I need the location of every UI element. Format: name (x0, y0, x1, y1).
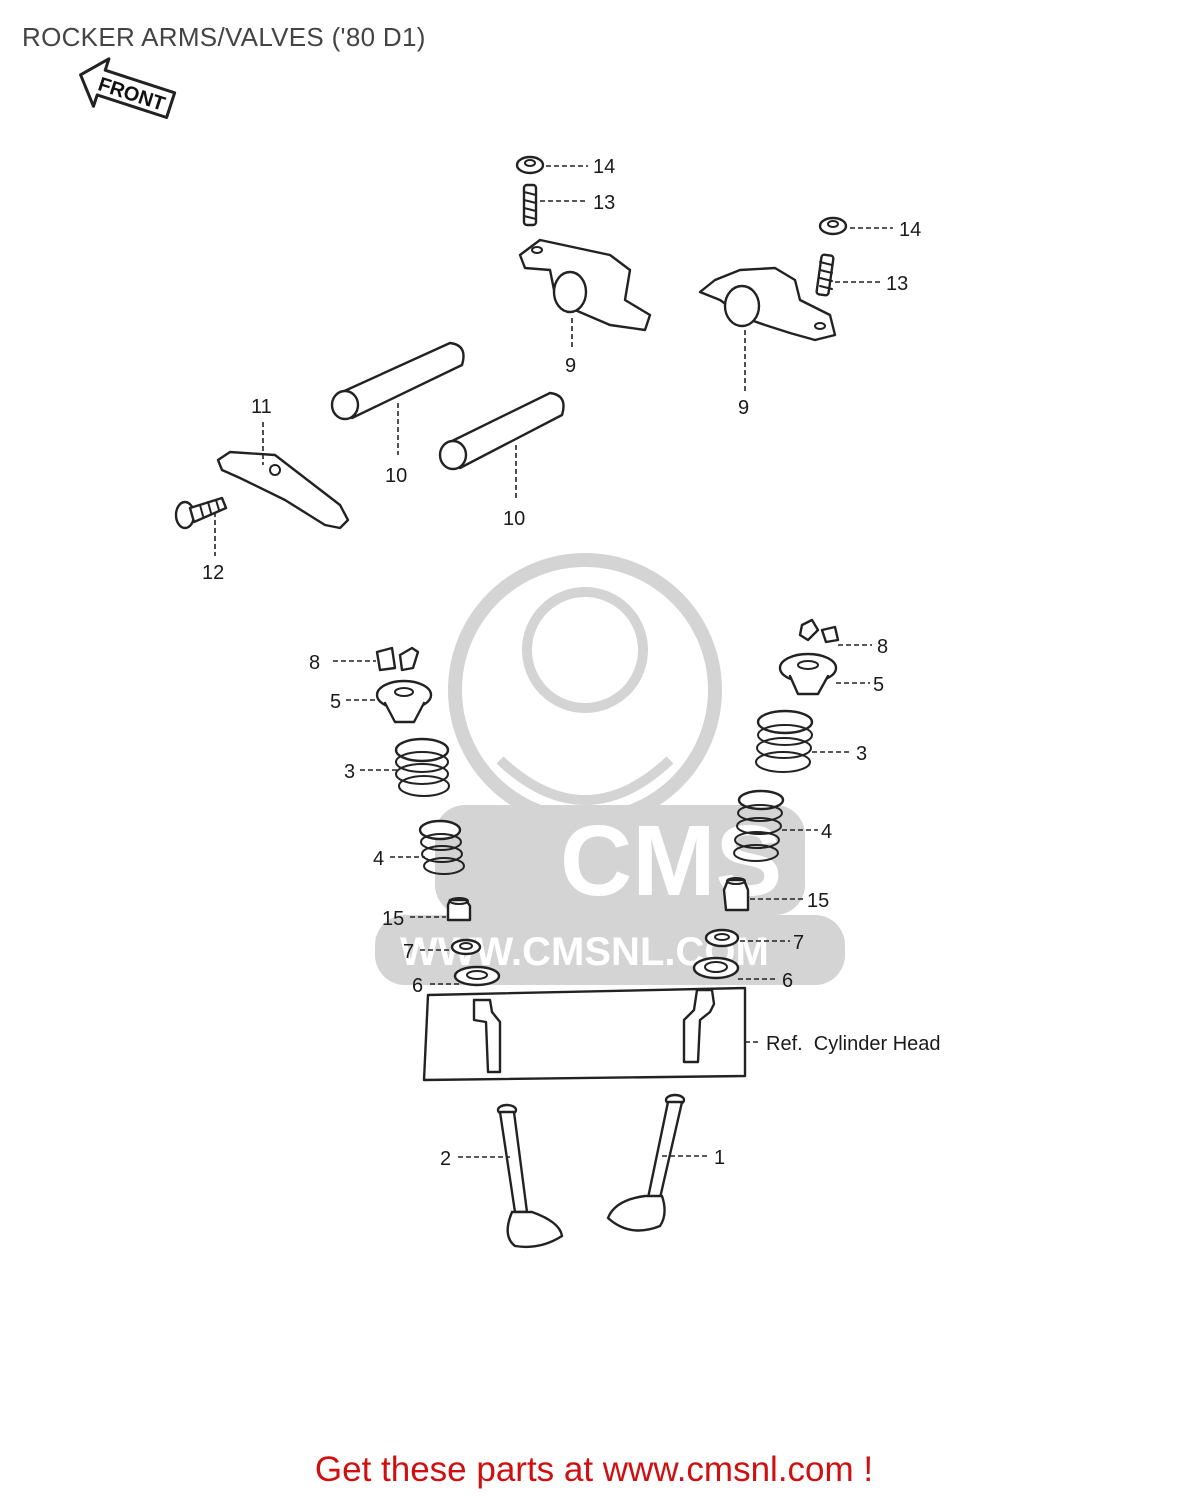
callout-7-right: 7 (793, 932, 804, 954)
rocker-arm-9-left (518, 238, 652, 332)
callout-6-right: 6 (782, 970, 793, 992)
callout-13-right: 13 (886, 273, 908, 295)
bolt-12 (174, 496, 228, 530)
rocker-shaft-10-upper (330, 341, 465, 421)
spring-3-left (394, 737, 450, 797)
callout-1: 1 (714, 1147, 725, 1169)
retainer-5-right (778, 652, 838, 696)
callout-14-right: 14 (899, 219, 921, 241)
callout-4-left: 4 (373, 848, 384, 870)
callout-5-right: 5 (873, 674, 884, 696)
front-arrow-icon: FRONT (79, 57, 177, 119)
seat-7-right (704, 928, 740, 948)
callout-13-left: 13 (593, 192, 615, 214)
retainer-5-left (375, 679, 433, 724)
callout-4-right: 4 (821, 821, 832, 843)
callout-3-right: 3 (856, 743, 867, 765)
nut-14-right (818, 216, 848, 236)
callout-5-left: 5 (330, 691, 341, 713)
cylinder-head-ref-box (422, 986, 747, 1082)
seal-15-right (722, 877, 750, 912)
nut-14-left (515, 155, 545, 175)
callout-9-right: 9 (738, 397, 749, 419)
seal-15-left (446, 897, 472, 922)
callout-8-left: 8 (309, 652, 320, 674)
washer-6-right (692, 956, 740, 980)
callout-9-left: 9 (565, 355, 576, 377)
callout-7-left: 7 (403, 941, 414, 963)
valve-1-intake (606, 1093, 686, 1232)
callout-10-upper: 10 (385, 465, 407, 487)
ref-cylinder-head-label: Ref. Cylinder Head (766, 1033, 941, 1055)
spring-4-left (418, 819, 465, 875)
callout-12: 12 (202, 562, 224, 584)
cotter-8-left (375, 646, 420, 672)
callout-3-left: 3 (344, 761, 355, 783)
callout-11: 11 (251, 396, 272, 418)
spring-3-right (755, 709, 814, 773)
callout-14-left: 14 (593, 156, 615, 178)
stud-13-right (815, 253, 835, 297)
rocker-shaft-10-lower (438, 391, 565, 471)
callout-8-right: 8 (877, 636, 888, 658)
footer-cta-link[interactable]: Get these parts at www.cmsnl.com ! (314, 1450, 874, 1489)
valve-2-exhaust (496, 1103, 564, 1249)
plate-11 (216, 450, 350, 530)
leader-lines (214, 165, 893, 1158)
cotter-8-right (798, 618, 840, 644)
callout-10-lower: 10 (503, 508, 525, 530)
rocker-arm-9-right (698, 266, 837, 342)
callout-15-right: 15 (807, 890, 829, 912)
washer-6-left (453, 965, 501, 987)
callout-2: 2 (440, 1148, 451, 1170)
callout-6-left: 6 (412, 975, 423, 997)
callout-15-left: 15 (382, 908, 404, 930)
page-title: ROCKER ARMS/VALVES ('80 D1) (22, 22, 426, 52)
stud-13-left (522, 183, 538, 227)
seat-7-left (450, 938, 482, 956)
spring-4-right (733, 789, 785, 862)
